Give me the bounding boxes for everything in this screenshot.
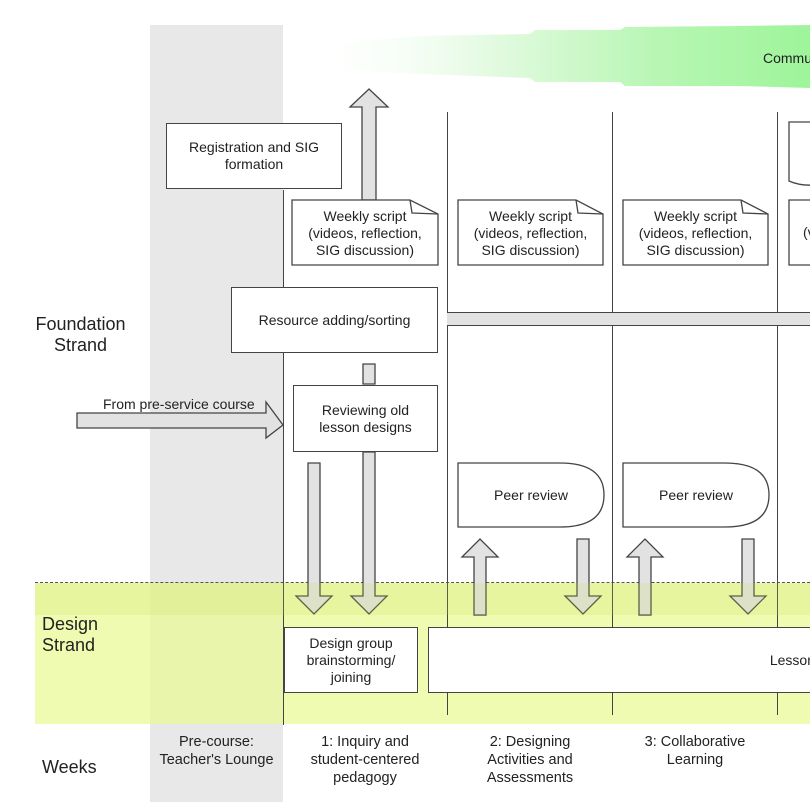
down-arrow-to-design-1 [294, 462, 334, 615]
week-divider-3 [612, 112, 613, 627]
peer-review-shape-1 [457, 462, 605, 528]
weekly-script-4-partial: (v [803, 224, 810, 240]
weekly-script-2-line3: SIG discussion) [481, 241, 580, 258]
weekly-script-2-line2: (videos, reflection, [473, 224, 588, 241]
week-divider-4-lower [777, 693, 778, 715]
weekly-script-note-4 [788, 199, 810, 266]
up-arrow-to-peer-review-2 [625, 538, 665, 616]
week-label-1: 1: Inquiry and student-centered pedagogy [310, 734, 420, 786]
strand-divider-dashed [35, 582, 810, 583]
peer-review-label-2: Peer review [659, 487, 733, 503]
lesson-box: Lesson [428, 627, 810, 693]
week-divider-2-lower [447, 693, 448, 715]
peer-review-label-1: Peer review [494, 487, 568, 503]
up-arrow-to-peer-review-1 [460, 538, 500, 616]
weekly-script-2-line1: Weekly script [489, 207, 572, 224]
down-arrow-from-peer-review-2 [728, 538, 768, 615]
weeks-label: Weeks [42, 757, 97, 777]
weekly-script-1-line2: (videos, reflection, [308, 224, 422, 241]
week-divider-2 [447, 112, 448, 627]
peer-review-shape-2 [622, 462, 770, 528]
weekly-script-note-1 [291, 199, 439, 266]
registration-box: Registration and SIG formation [166, 123, 342, 189]
week-label-3: 3: Collaborative Learning [644, 734, 746, 768]
weekly-script-1-line1: Weekly script [323, 207, 407, 224]
resource-label: Resource adding/sorting [258, 311, 411, 328]
week-label-2: 2: Designing Activities and Assessments [486, 734, 574, 786]
weekly-script-2: Weekly script (videos, reflection, SIG d… [458, 206, 603, 260]
up-arrow-to-community [348, 88, 390, 201]
weekly-script-3: Weekly script (videos, reflection, SIG d… [623, 206, 768, 260]
week-label-precourse: Pre-course: Teacher's Lounge [159, 734, 274, 768]
weekly-script-3-line3: SIG discussion) [646, 241, 745, 258]
from-preservice-label: From pre-service course [103, 396, 255, 412]
design-group-label: Design group brainstorming/ joining [306, 634, 396, 685]
resource-box: Resource adding/sorting [231, 287, 438, 353]
design-group-box: Design group brainstorming/ joining [284, 627, 418, 693]
registration-label: Registration and SIG formation [189, 139, 319, 172]
weekly-script-3-line2: (videos, reflection, [638, 224, 753, 241]
design-strand-label: Design Strand [42, 614, 99, 655]
reviewing-label: Reviewing old lesson designs [319, 401, 412, 435]
community-strand-label: Commu [763, 50, 810, 66]
reviewing-box: Reviewing old lesson designs [293, 385, 438, 452]
from-preservice-arrow [76, 400, 284, 440]
week-divider-3-lower [612, 693, 613, 715]
resource-continuation-bar [447, 312, 810, 326]
foundation-strand-label: Foundation Strand [35, 314, 126, 355]
lesson-label: Lesson [769, 651, 810, 668]
week-divider-1 [283, 190, 284, 725]
weekly-script-note-2 [457, 199, 604, 266]
weekly-script-1-line3: SIG discussion) [315, 241, 415, 258]
down-arrow-to-design-2 [349, 451, 389, 615]
down-arrow-from-peer-review-1 [563, 538, 603, 615]
resource-to-reviewing-connector [362, 363, 376, 385]
weekly-script-3-line1: Weekly script [654, 207, 737, 224]
weekly-script-note-3 [622, 199, 769, 266]
week-divider-4 [777, 112, 778, 627]
weekly-script-1: Weekly script (videos, reflection, SIG d… [292, 206, 438, 260]
partial-shape-week4 [788, 121, 810, 186]
